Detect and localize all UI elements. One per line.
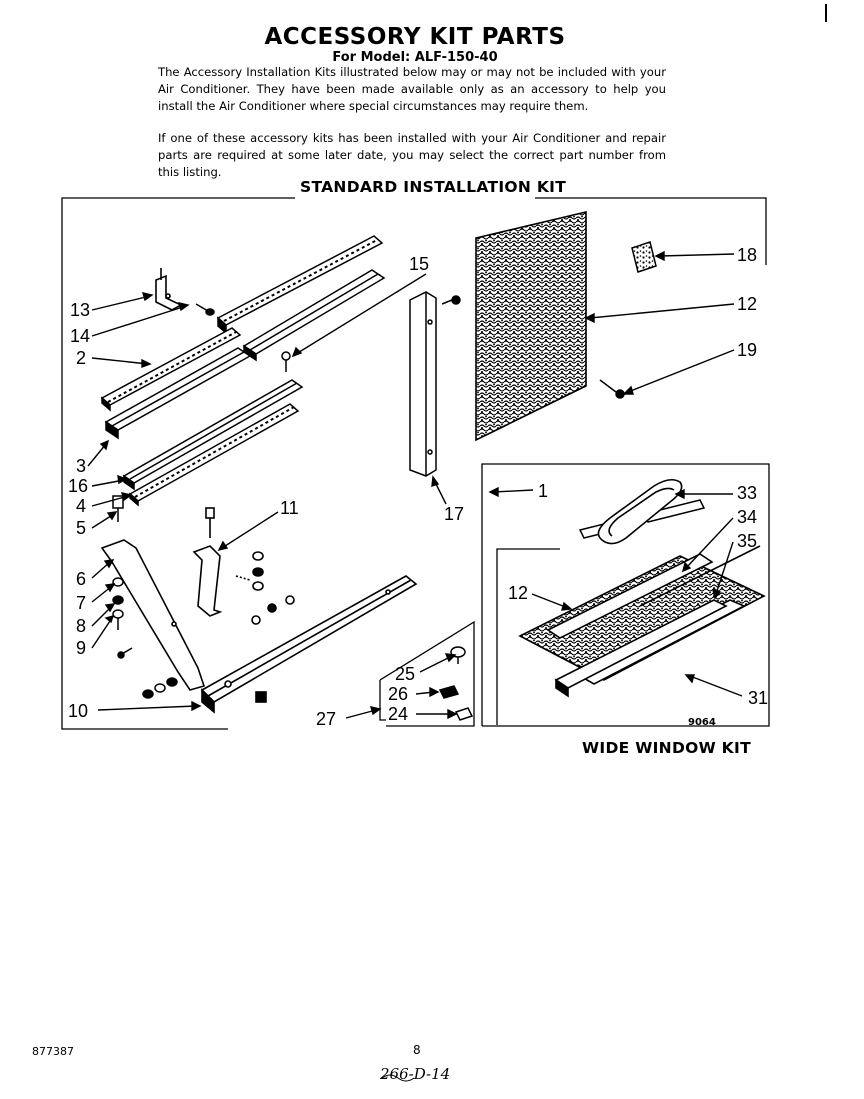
callout-9: 9 [76,638,87,658]
callout-10: 10 [68,701,89,721]
panel-clip [631,241,657,273]
bottom-strip [128,403,300,507]
base-rail [200,575,418,714]
filler-panel [475,210,587,442]
vertical-post [409,291,461,477]
leader-lines [87,250,743,720]
callout-1: 1 [538,481,549,501]
wide-window-panel [518,545,766,685]
callout-12-wide: 12 [508,583,529,603]
top-angle-strip [216,235,384,335]
corner-bracket [155,268,183,311]
mounting-screw [281,351,291,372]
callout-26: 26 [388,684,409,704]
wide-window-kit-frame [481,463,770,727]
intro-paragraph-2: If one of these accessory kits has been … [158,131,666,179]
callout-14: 14 [70,326,91,346]
rail-nuts [142,677,178,699]
foam-seal [597,478,683,545]
handwriting-stroke [381,1074,415,1082]
standard-kit-heading: STANDARD INSTALLATION KIT [300,178,567,196]
callout-11: 11 [280,498,299,518]
callout-4: 4 [76,496,87,516]
callout-7: 7 [76,593,87,613]
leg-washers [112,577,133,659]
callout-8: 8 [76,616,87,636]
callout-19: 19 [737,340,758,360]
hardware-bracket [379,620,475,727]
page-title: ACCESSORY KIT PARTS [264,24,566,50]
callout-5: 5 [76,518,87,538]
support-leg [100,539,206,691]
model-label: For Model: ALF-150-40 [332,50,498,65]
callout-13: 13 [70,300,91,320]
leg-screw [112,495,124,522]
panel-screw [599,379,625,399]
callout-34: 34 [737,507,758,527]
hardware-parts [438,646,474,721]
callout-24: 24 [388,704,409,724]
callout-16: 16 [68,476,89,496]
callout-3: 3 [76,456,87,476]
callout-31: 31 [748,688,769,708]
figure-number: 9064 [688,717,716,728]
standard-kit-frame [61,197,767,730]
handwritten-note: 266-D-14 [380,1065,451,1083]
document-number: 877387 [32,1045,74,1058]
callout-2: 2 [76,348,87,368]
leveling-bracket [192,507,295,625]
callout-25: 25 [395,664,416,684]
callout-12: 12 [737,294,758,314]
callout-35: 35 [737,531,758,551]
callout-15: 15 [409,254,430,274]
upper-channel [242,269,386,362]
wide-window-channel [554,599,728,698]
page-number: 8 [413,1043,421,1057]
callout-33: 33 [737,483,758,503]
wide-kit-heading: WIDE WINDOW KIT [582,739,751,757]
intro-paragraph-1: The Accessory Installation Kits illustra… [158,65,666,113]
bracket-screw [195,303,215,316]
callout-27: 27 [316,709,337,729]
callout-18: 18 [737,245,758,265]
sill-strip [100,327,242,412]
lower-channel [104,347,252,440]
callout-17: 17 [444,504,465,524]
callout-6: 6 [76,569,87,589]
